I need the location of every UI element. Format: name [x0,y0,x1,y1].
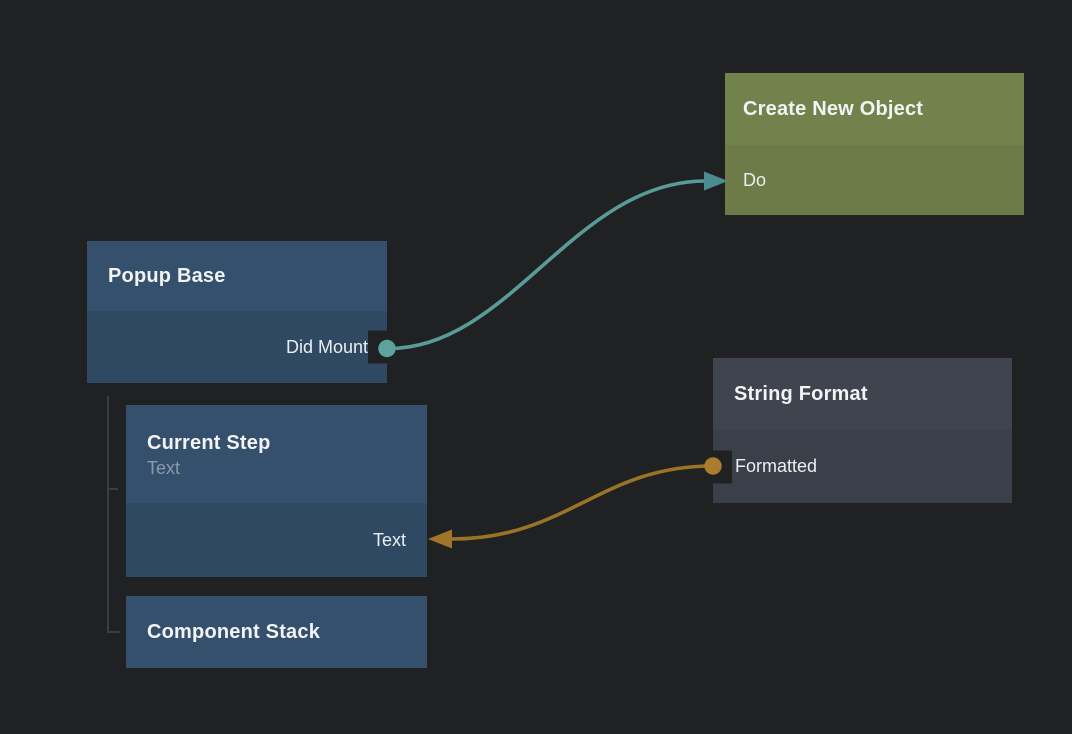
port-row-formatted[interactable]: Formatted [713,430,1012,503]
port-well [713,450,732,483]
node-title: Create New Object [743,97,924,120]
node-subtitle: Text [147,458,181,478]
port-label-do: Do [743,169,767,190]
connection-wire-did-mount-to-do[interactable] [387,179,707,351]
port-label-formatted: Formatted [735,456,818,476]
node-header[interactable]: String Format [713,358,1012,430]
port-row-did-mount[interactable]: Did Mount [87,311,387,383]
port-row-do[interactable]: Do [725,145,1024,215]
node-string-format[interactable]: String Format Formatted [713,358,1012,503]
hierarchy-line-tick [107,488,118,490]
node-header[interactable]: Current Step Text [126,405,427,503]
hierarchy-line-vertical [107,396,109,633]
node-popup-base[interactable]: Popup Base Did Mount [87,241,387,383]
node-header[interactable]: Create New Object [725,73,1024,145]
port-well [368,330,387,364]
port-label-did-mount: Did Mount [285,336,368,357]
node-component-stack[interactable]: Component Stack [126,596,427,668]
node-create-new-object[interactable]: Create New Object Do [725,73,1024,215]
node-title: Popup Base [108,264,226,287]
node-header[interactable]: Component Stack [126,596,427,668]
port-label-text: Text [372,529,406,550]
node-current-step[interactable]: Current Step Text Text [126,405,427,577]
node-title: Component Stack [147,620,321,643]
hierarchy-line-elbow [107,631,120,633]
connection-wire-formatted-to-text[interactable] [450,464,714,541]
node-title: String Format [734,382,868,405]
node-header[interactable]: Popup Base [87,241,387,311]
node-title: Current Step [147,432,271,454]
port-row-text[interactable]: Text [126,503,427,577]
input-port-arrow-text[interactable] [428,529,452,549]
